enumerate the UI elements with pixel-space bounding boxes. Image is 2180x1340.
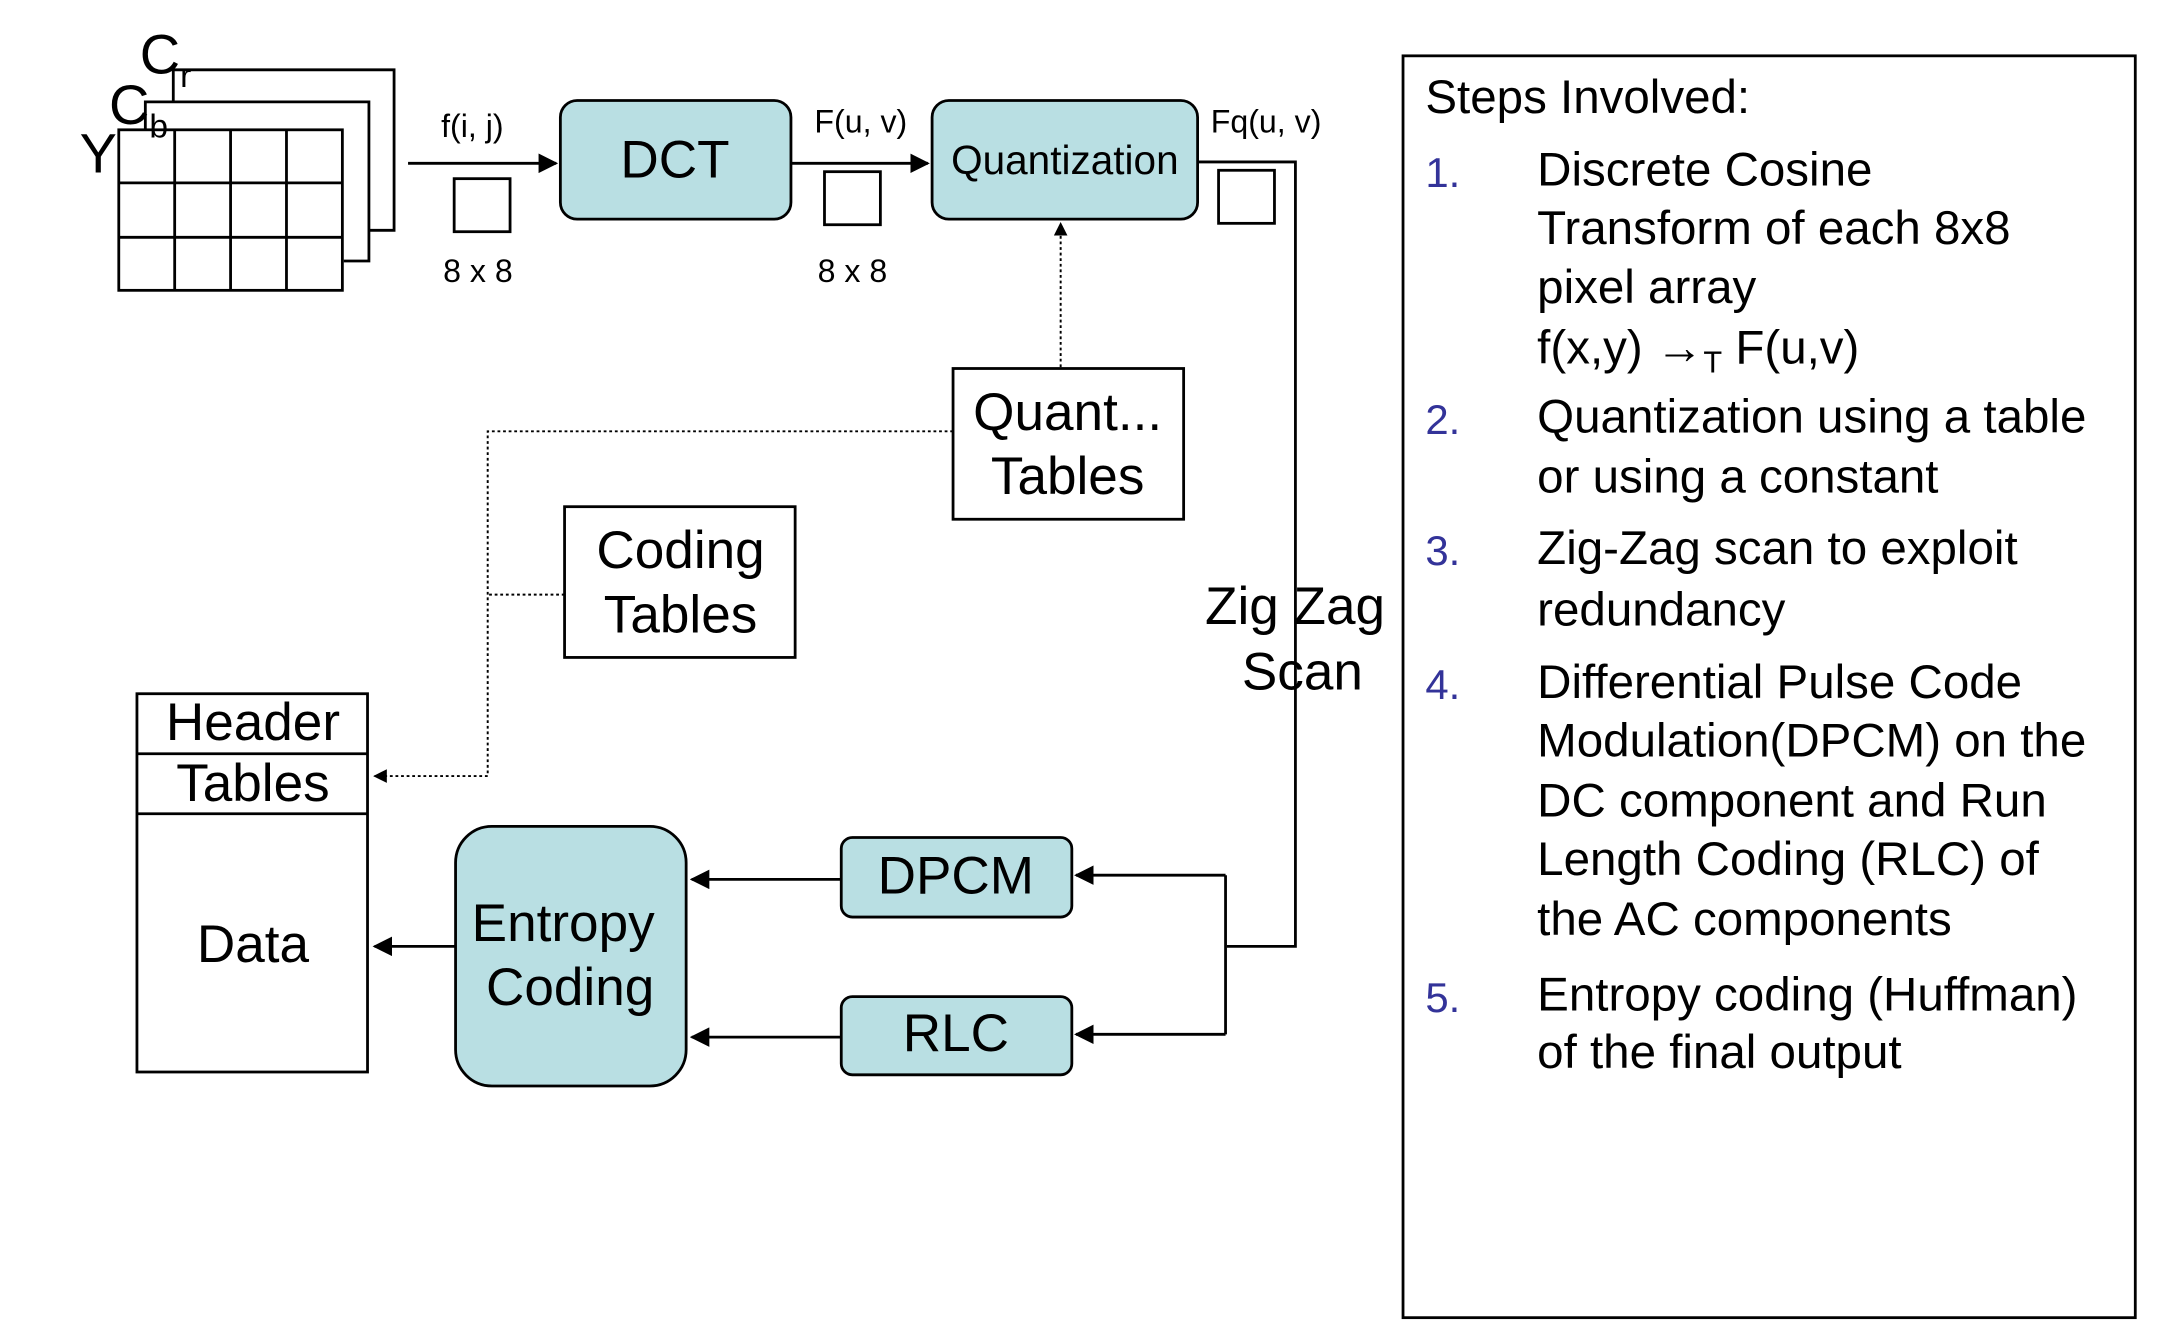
block-size-2: 8 x 8 [818,253,888,289]
block-icon-2 [823,170,882,227]
svg-text:DCT: DCT [620,130,729,189]
svg-text:redundancy: redundancy [1537,583,1785,636]
svg-text:Modulation(DPCM) on the: Modulation(DPCM) on the [1537,715,2086,768]
svg-text:DC component and Run: DC component and Run [1537,775,2047,828]
header-label: Header [166,693,340,752]
dct-block: DCT [558,99,793,221]
entropy-coding-block: Entropy Coding [454,824,688,1088]
svg-text:Transform of each 8x8: Transform of each 8x8 [1537,202,2010,255]
svg-text:pixel array: pixel array [1537,261,1756,314]
svg-text:Coding: Coding [596,521,764,580]
block-icon-1 [452,177,512,234]
y-plane-grid [117,128,344,292]
svg-text:DPCM: DPCM [878,846,1034,905]
steps-panel: Steps Involved: 1. Discrete Cosine Trans… [1401,54,2137,1320]
coding-tables-block: Coding Tables [563,505,797,659]
fquv-label: Fq(u, v) [1211,104,1322,140]
dpcm-block: DPCM [839,836,1074,919]
svg-text:RLC: RLC [903,1004,1009,1063]
svg-text:Length Coding (RLC) of: Length Coding (RLC) of [1537,833,2039,886]
tables-label: Tables [176,754,329,813]
cr-label: Cr [140,22,192,95]
block-icon-3 [1217,168,1276,225]
svg-text:of the final output: of the final output [1537,1026,1901,1079]
step-1: 1. Discrete Cosine Transform of each 8x8… [1425,144,2010,380]
step-3: 3. Zig-Zag scan to exploit redundancy [1425,522,2017,636]
fuv-label: F(u, v) [814,104,907,140]
svg-text:Tables: Tables [991,447,1144,506]
y-label: Y [80,121,117,184]
svg-text:Quantization using a table: Quantization using a table [1537,391,2086,444]
svg-text:Coding: Coding [486,958,654,1017]
svg-text:3.: 3. [1425,527,1460,574]
quantization-block: Quantization [930,99,1199,221]
cb-label: Cb [109,73,168,146]
svg-text:1.: 1. [1425,149,1460,196]
fij-label: f(i, j) [441,108,503,144]
output-stream-block: Header Tables Data [135,692,369,1074]
steps-title: Steps Involved: [1425,71,1750,124]
svg-text:Quantization: Quantization [951,137,1179,183]
cr-plane [171,68,396,232]
step-5: 5. Entropy coding (Huffman) of the final… [1425,969,2077,1079]
svg-text:Entropy coding (Huffman): Entropy coding (Huffman) [1537,969,2077,1022]
rlc-block: RLC [839,995,1074,1077]
svg-text:5.: 5. [1425,974,1460,1021]
svg-text:2.: 2. [1425,396,1460,443]
svg-text:4.: 4. [1425,661,1460,708]
cb-plane [143,100,371,263]
svg-text:Zig-Zag scan to exploit: Zig-Zag scan to exploit [1537,522,2017,575]
dct-formula: f(x,y) →T F(u,v) [1537,321,1859,379]
svg-text:Entropy: Entropy [472,894,655,953]
data-label: Data [197,915,310,974]
svg-text:Quant...: Quant... [973,383,1162,442]
step-2: 2. Quantization using a table or using a… [1425,391,2086,504]
block-size-1: 8 x 8 [443,253,513,289]
tables-to-header-connector [373,430,954,783]
svg-text:the AC components: the AC components [1537,893,1952,946]
svg-text:or using a constant: or using a constant [1537,451,1938,504]
input-planes: Cr Cb Y [80,22,396,292]
zigzag-connector [1197,160,1297,948]
zigzag-label: Zig Zag Scan [1205,577,1400,702]
svg-text:Differential Pulse Code: Differential Pulse Code [1537,656,2022,709]
svg-text:Tables: Tables [604,585,757,644]
quant-tables-block: Quant... Tables [951,367,1186,521]
svg-text:Discrete Cosine: Discrete Cosine [1537,144,1872,197]
step-4: 4. Differential Pulse Code Modulation(DP… [1425,656,2086,946]
